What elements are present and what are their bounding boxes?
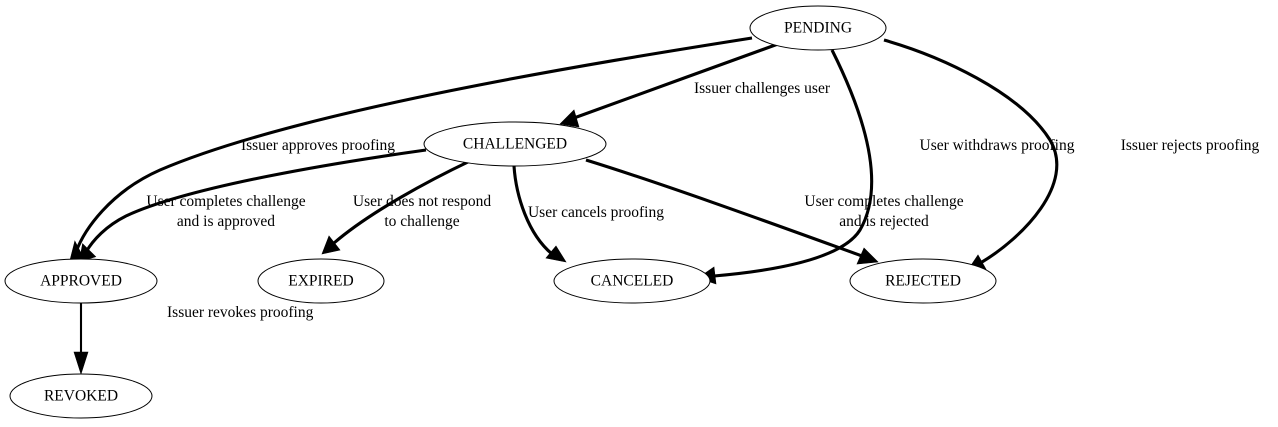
node-label-revoked: REVOKED bbox=[44, 388, 118, 405]
edge-path-pending-approved bbox=[74, 36, 753, 253]
node-label-approved: APPROVED bbox=[40, 273, 122, 290]
arrowhead-challenged-rejected bbox=[856, 247, 879, 265]
node-approved[interactable]: APPROVED bbox=[4, 258, 158, 304]
edge-challenged-expired bbox=[321, 159, 471, 255]
edge-label-pending-approved: Issuer approves proofing bbox=[241, 137, 395, 154]
edge-label-approved-revoked: Issuer revokes proofing bbox=[167, 304, 314, 321]
edge-label-pending-canceled: User withdraws proofing bbox=[920, 137, 1075, 154]
edge-path-pending-canceled bbox=[713, 49, 874, 278]
arrowhead-pending-challenged bbox=[559, 109, 580, 128]
node-label-rejected: REJECTED bbox=[885, 273, 961, 290]
edge-label-line-1: User completes challenge bbox=[804, 193, 963, 210]
edge-path-challenged-rejected bbox=[585, 158, 863, 258]
node-rejected[interactable]: REJECTED bbox=[849, 258, 997, 304]
node-shape-expired bbox=[257, 258, 385, 304]
node-revoked[interactable]: REVOKED bbox=[9, 373, 153, 419]
edge-path-challenged-approved bbox=[84, 148, 427, 253]
edge-label-pending-rejected: Issuer rejects proofing bbox=[1121, 137, 1260, 154]
node-shape-challenged bbox=[423, 121, 607, 167]
edge-label-line-1: User completes challenge bbox=[146, 193, 305, 210]
node-shape-canceled bbox=[553, 258, 711, 304]
node-shape-rejected bbox=[849, 258, 997, 304]
edge-path-pending-rejected bbox=[883, 38, 1059, 264]
edge-pending-challenged bbox=[559, 42, 779, 128]
arrowhead-challenged-canceled bbox=[545, 245, 567, 263]
edge-label-line-2: and is approved bbox=[177, 213, 275, 230]
edge-label-challenged-rejected: User completes challenge and is rejected bbox=[804, 193, 963, 230]
node-label-pending: PENDING bbox=[784, 20, 852, 37]
edge-label-line-2: to challenge bbox=[384, 213, 459, 230]
edge-label-challenged-expired: User does not respond to challenge bbox=[353, 193, 491, 230]
node-challenged[interactable]: CHALLENGED bbox=[423, 121, 607, 167]
edge-path-challenged-expired bbox=[332, 159, 471, 245]
edge-path-challenged-canceled bbox=[512, 165, 553, 256]
edge-challenged-canceled bbox=[512, 165, 567, 263]
node-label-expired: EXPIRED bbox=[288, 273, 353, 290]
node-shape-approved bbox=[4, 258, 158, 304]
node-expired[interactable]: EXPIRED bbox=[257, 258, 385, 304]
node-label-canceled: CANCELED bbox=[591, 273, 674, 290]
edge-label-pending-challenged: Issuer challenges user bbox=[694, 80, 831, 97]
node-label-challenged: CHALLENGED bbox=[463, 136, 567, 153]
arrowhead-approved-revoked bbox=[73, 351, 89, 375]
edge-path-pending-challenged bbox=[573, 42, 779, 120]
node-shape-revoked bbox=[9, 373, 153, 419]
edge-label-challenged-canceled: User cancels proofing bbox=[528, 204, 664, 221]
edge-pending-rejected bbox=[883, 38, 1059, 272]
edge-approved-revoked bbox=[73, 303, 89, 375]
edge-label-line-2: and is rejected bbox=[839, 213, 929, 230]
edge-label-line-1: User does not respond bbox=[353, 193, 491, 210]
node-pending[interactable]: PENDING bbox=[749, 5, 887, 51]
edge-challenged-rejected bbox=[585, 158, 879, 265]
edge-label-challenged-approved: User completes challenge and is approved bbox=[146, 193, 305, 230]
arrowhead-challenged-expired bbox=[321, 235, 341, 255]
node-shape-pending bbox=[749, 5, 887, 51]
node-canceled[interactable]: CANCELED bbox=[553, 258, 711, 304]
